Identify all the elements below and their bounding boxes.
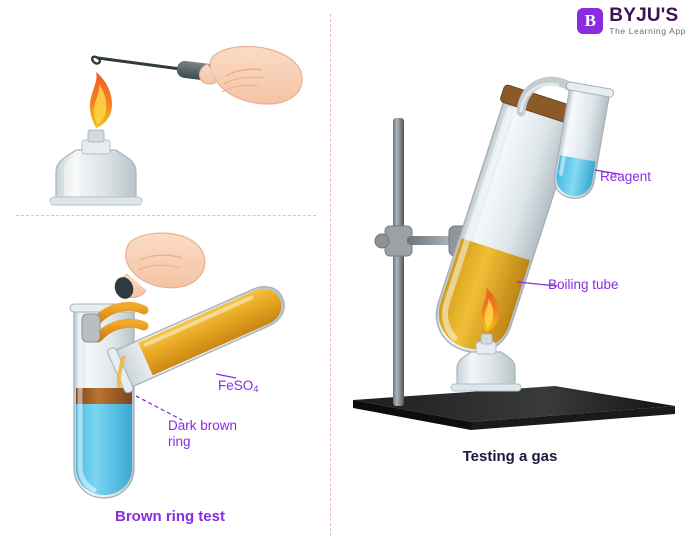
leader-line-brown-ring	[135, 395, 183, 421]
label-boiling-tube: Boiling tube	[548, 277, 619, 292]
byjus-logo: B BYJU'S The Learning App	[577, 6, 686, 36]
stand-base	[353, 386, 675, 430]
leader-line-reagent	[594, 169, 620, 175]
vertical-divider	[330, 14, 331, 536]
leader-line-feso4	[215, 373, 237, 379]
caption-testing-a-gas: Testing a gas	[462, 448, 558, 465]
caption-brown-ring-test: Brown ring test	[114, 508, 225, 525]
figure-spatula-over-lamp	[49, 45, 303, 206]
logo-text: BYJU'S The Learning App	[609, 6, 686, 36]
logo-mark-icon: B	[577, 7, 604, 34]
horizontal-divider	[16, 215, 316, 216]
pouring-stream	[116, 355, 126, 389]
stand-rod	[393, 118, 404, 406]
hand-icon	[198, 45, 303, 105]
logo-name: BYJU'S	[609, 5, 679, 26]
tube-clamp	[81, 302, 149, 343]
figure-brown-ring-test	[69, 232, 285, 499]
figure-testing-a-gas	[353, 76, 675, 430]
label-dark-brown-ring: Dark brown ring	[168, 418, 278, 450]
label-feso4: FeSO4	[218, 378, 259, 395]
label-reagent: Reagent	[600, 169, 652, 184]
boiling-tube	[435, 84, 585, 353]
logo-tagline: The Learning App	[609, 26, 686, 36]
label-dark-brown-ring-line1: Dark brown	[168, 418, 238, 433]
flame-icon-2	[481, 288, 499, 332]
spirit-lamp	[49, 129, 143, 206]
flame-icon	[89, 72, 112, 128]
label-feso4-text: FeSO	[218, 378, 254, 393]
leader-line-boiling-tube	[516, 281, 558, 287]
label-dark-brown-ring-line2: ring	[168, 434, 191, 450]
label-feso4-subscript: 4	[253, 384, 259, 395]
spirit-lamp-2	[450, 333, 522, 392]
hand-icon-2	[114, 232, 206, 299]
dark-brown-ring	[76, 388, 132, 404]
